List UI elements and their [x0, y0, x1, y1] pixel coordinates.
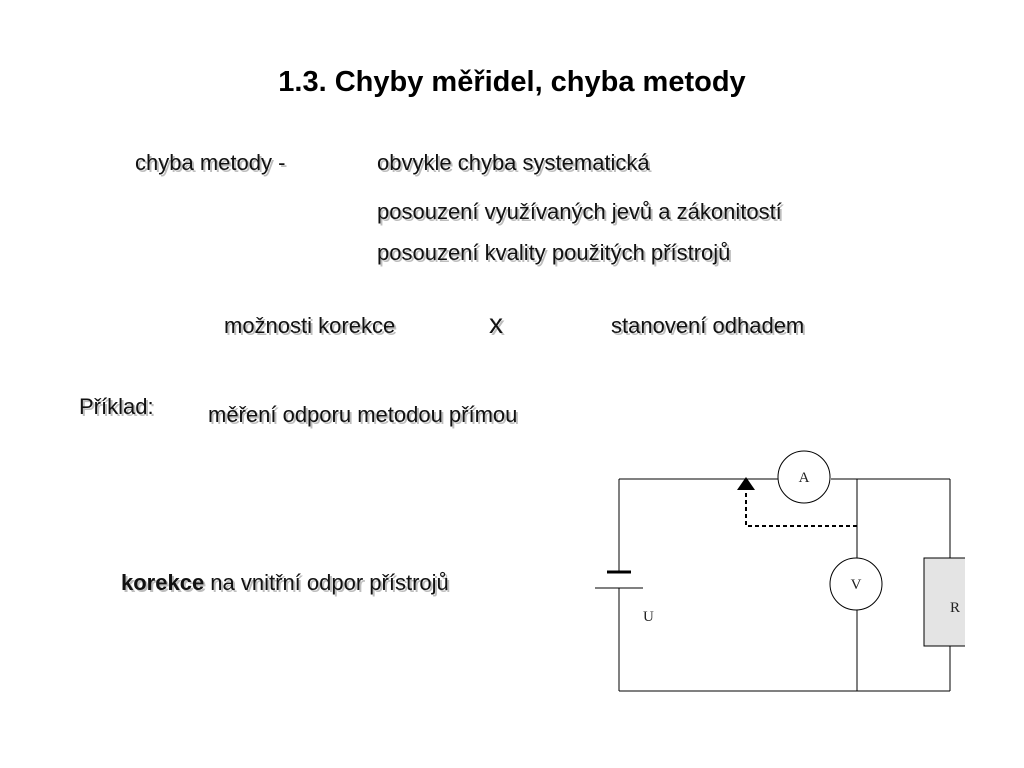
option-correction: možnosti korekce — [224, 313, 396, 338]
voltmeter-connection-arrow — [737, 477, 857, 527]
resistor-label: R — [950, 600, 960, 616]
circuit-wires — [618, 478, 951, 692]
circuit-diagram: U A V R — [595, 450, 965, 692]
definition-line-1: obvykle chyba systematická — [377, 150, 650, 175]
voltmeter-symbol: V — [829, 557, 883, 611]
option-separator: x — [489, 308, 503, 339]
slide-title: 1.3. Chyby měřidel, chyba metody — [278, 66, 746, 98]
definition-line-2: posouzení využívaných jevů a zákonitostí — [377, 199, 782, 224]
example-text: měření odporu metodou přímou — [208, 402, 518, 427]
definition-label: chyba metody - — [135, 150, 286, 175]
source-label: U — [643, 609, 654, 625]
battery-symbol: U — [595, 570, 654, 625]
arrow-head-icon — [737, 477, 755, 490]
definition-line-3: posouzení kvality použitých přístrojů — [377, 240, 731, 265]
correction-rest: na vnitřní odpor přístrojů — [204, 570, 449, 595]
correction-note: korekce na vnitřní odpor přístrojů — [121, 570, 449, 596]
correction-keyword: korekce — [121, 570, 205, 595]
ammeter-symbol: A — [777, 450, 831, 504]
voltmeter-label: V — [851, 577, 862, 593]
ammeter-label: A — [799, 470, 810, 486]
option-estimate: stanovení odhadem — [611, 313, 805, 338]
example-label: Příklad: — [79, 394, 154, 419]
resistor-symbol: R — [923, 557, 965, 647]
